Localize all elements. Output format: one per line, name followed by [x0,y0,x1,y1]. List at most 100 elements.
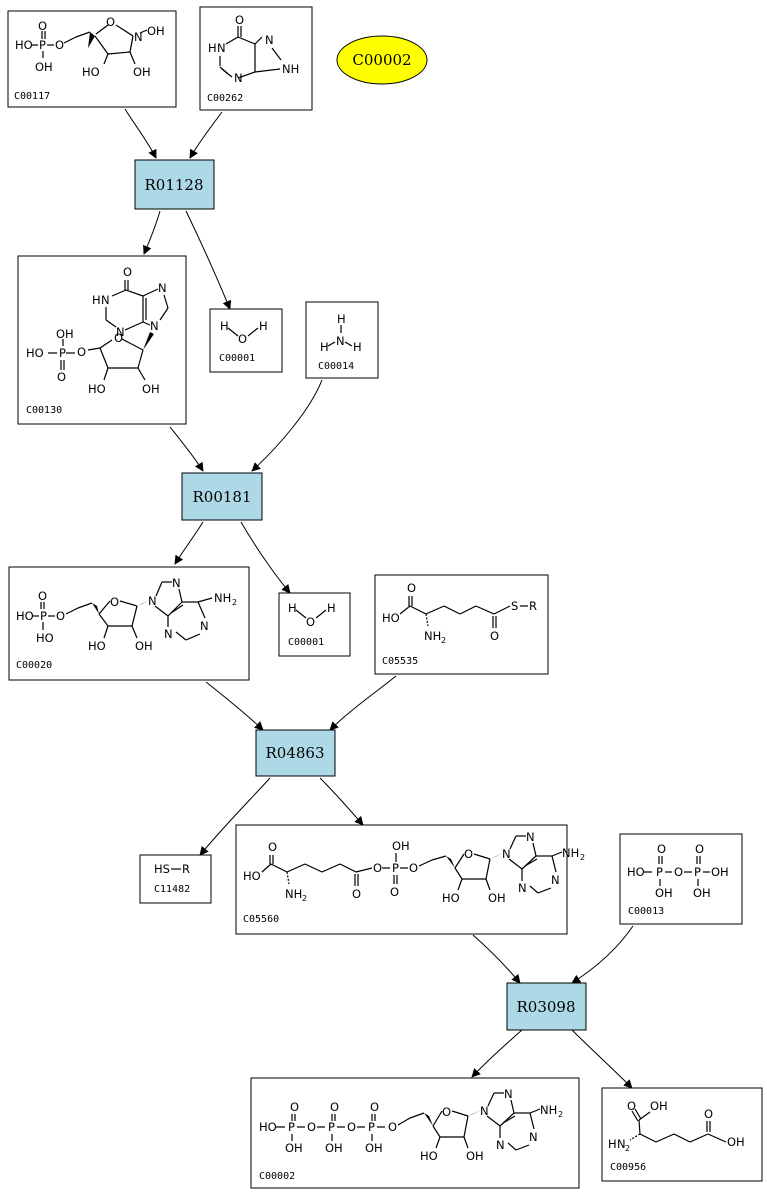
svg-text:P: P [694,865,701,879]
compound-c00130[interactable]: O H N N N N O HO [17,255,187,425]
svg-text:S: S [511,599,518,613]
svg-text:N: N [518,881,527,895]
svg-text:H: H [327,601,336,615]
compound-id: C00014 [318,361,354,372]
svg-text:HO: HO [243,869,261,883]
svg-text:O: O [388,1120,397,1134]
svg-text:O: O [370,1100,379,1114]
reaction-label: R03098 [516,998,575,1016]
edge-r00181-c00001b [240,521,291,594]
svg-text:N: N [336,334,345,348]
svg-text:OH: OH [650,1099,668,1113]
compound-c00262[interactable]: H N O N NH N C00262 [199,6,313,111]
svg-text:H: H [353,340,362,354]
svg-text:O: O [57,370,66,384]
water-structure-icon: H O H [288,601,336,629]
svg-text:H: H [92,293,101,307]
svg-text:N: N [116,325,125,339]
compound-c05560[interactable]: O HO NH 2 O O P O OH O [235,824,585,935]
svg-text:NH: NH [285,887,302,901]
c11482-structure-icon: HS R [154,862,190,876]
svg-text:P: P [39,38,46,52]
compound-c00013[interactable]: O O HO P O P OH OH OH C00013 [619,833,743,925]
svg-text:N: N [551,873,560,887]
svg-text:OH: OH [135,639,153,653]
svg-text:OH: OH [147,24,165,38]
svg-text:P: P [392,861,399,875]
svg-text:OH: OH [325,1141,343,1155]
svg-text:O: O [238,332,247,346]
edge-r01128-c00130 [143,210,161,255]
svg-text:N: N [150,319,159,333]
compound-c00001[interactable]: H O H C00001 [278,592,351,657]
edge-c00130-r00181 [169,426,204,472]
svg-text:N: N [200,619,209,633]
svg-text:O: O [390,885,399,899]
svg-text:O: O [490,629,499,643]
svg-text:N: N [504,1087,513,1101]
svg-text:O: O [657,842,666,856]
reaction-r01128[interactable]: R01128 [134,159,215,210]
svg-text:N: N [164,627,173,641]
compound-id: C00002 [259,1171,295,1182]
svg-text:O: O [235,13,244,27]
compound-c00001[interactable]: H O H C00001 [209,308,283,373]
reaction-box [134,159,215,210]
svg-text:O: O [123,265,132,279]
compound-id: C05535 [382,656,418,667]
svg-text:OH: OH [488,891,506,905]
reaction-box [181,472,263,521]
svg-text:HO: HO [36,631,54,645]
highlight-label: C00002 [352,51,411,69]
svg-text:N: N [217,41,226,55]
svg-text:P: P [656,865,663,879]
svg-text:NH: NH [562,846,579,860]
svg-text:O: O [290,1100,299,1114]
svg-text:OH: OH [365,1141,383,1155]
edge-c00013-r03098 [571,925,634,984]
edge-r04863-c11482 [199,777,271,856]
compound-c00020[interactable]: HO P O O HO O HO OH N [8,566,250,681]
edge-c00014-r00181 [251,379,323,472]
compound-id: C05560 [243,914,279,925]
svg-text:N: N [496,1138,505,1152]
svg-text:O: O [77,345,86,359]
svg-text:N: N [480,1104,489,1118]
compound-c00956[interactable]: O OH H N 2 O OH C00956 [601,1087,763,1182]
compound-id: C00117 [14,91,50,102]
svg-text:P: P [328,1120,335,1134]
reaction-label: R00181 [192,488,251,506]
compound-c00002[interactable]: O O O HO P O P O P O OH OH [250,1077,580,1189]
svg-text:O: O [674,865,683,879]
compound-c00014[interactable]: H N H H C00014 [305,301,379,379]
svg-text:HO: HO [16,609,34,623]
reaction-r00181[interactable]: R00181 [181,472,263,521]
svg-text:O: O [110,595,119,609]
svg-text:2: 2 [232,598,237,607]
svg-text:NH: NH [424,629,441,643]
svg-text:OH: OH [727,1135,745,1149]
svg-text:OH: OH [655,886,673,900]
svg-text:H: H [608,1137,617,1151]
reaction-r03098[interactable]: R03098 [506,982,587,1031]
compound-c11482[interactable]: HS R C11482 [139,854,212,904]
highlight-c00002[interactable]: C00002 [336,35,428,85]
svg-text:HO: HO [627,865,645,879]
compound-c05535[interactable]: O HO NH 2 S R O C05535 [374,574,549,675]
svg-text:HO: HO [15,38,33,52]
edge-c00020-r04863 [205,681,264,731]
svg-text:O: O [464,847,473,861]
svg-text:O: O [330,1100,339,1114]
reaction-r04863[interactable]: R04863 [255,729,336,777]
svg-text:NH: NH [214,591,231,605]
reaction-box [506,982,587,1031]
svg-text:2: 2 [558,1110,563,1119]
reaction-box [255,729,336,777]
c00117-structure-icon: HO P O O OH O N OH HO OH [15,15,165,79]
svg-text:O: O [352,887,361,901]
svg-text:N: N [134,30,143,44]
svg-text:HO: HO [88,382,106,396]
compound-c00117[interactable]: HO P O O OH O N OH HO OH [7,10,177,108]
svg-text:O: O [55,38,64,52]
